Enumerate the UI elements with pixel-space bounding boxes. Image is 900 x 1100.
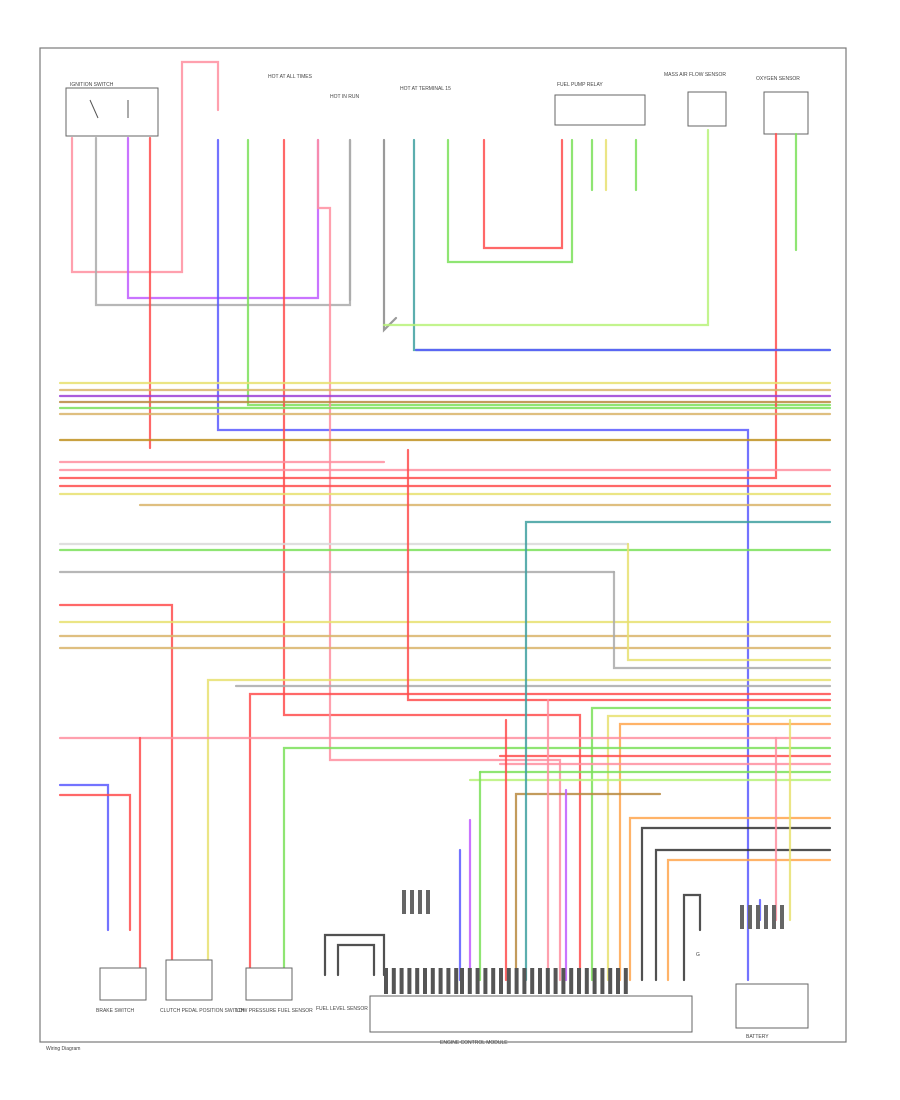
oxygen-sensor: OXYGEN SENSOR <box>756 76 809 135</box>
ecm-pin <box>475 968 480 994</box>
fuse-hot-terminal-15: HOT AT TERMINAL 15 <box>400 86 451 92</box>
ecm-pin <box>384 968 388 994</box>
diagram-label: Wiring Diagram <box>46 1046 80 1052</box>
fuse-hot-in-run: HOT IN RUN <box>330 94 359 100</box>
bus-wires <box>58 348 832 982</box>
diagram-frame <box>39 47 847 1043</box>
ignition-switch: IGNITION SWITCH <box>65 82 159 137</box>
ecm-pin <box>584 968 589 994</box>
connector-pin <box>418 890 422 914</box>
fuse-a-label: HOT AT ALL TIMES <box>268 74 313 80</box>
ecm-pin <box>600 968 605 994</box>
ecm-pin <box>506 968 511 994</box>
ecm-pin <box>491 968 496 994</box>
brake-switch: BRAKE SWITCH <box>96 967 147 1014</box>
maf-label: MASS AIR FLOW SENSOR <box>664 72 726 78</box>
ecm-pin <box>545 968 550 994</box>
ecm-pin <box>454 968 459 994</box>
connector-pin <box>764 905 768 929</box>
clutch-switch-label: CLUTCH PEDAL POSITION SWITCH <box>160 1008 245 1014</box>
battery-label: BATTERY <box>746 1034 769 1040</box>
ecm-pin <box>399 968 404 994</box>
connector-pin <box>772 905 776 929</box>
ignition-switch-label: IGNITION SWITCH <box>70 82 114 88</box>
relay-label: FUEL PUMP RELAY <box>557 82 603 88</box>
ecm-pin <box>623 968 628 994</box>
ecm-pin <box>430 968 435 994</box>
connector-pin <box>410 890 414 914</box>
fuse-b-label: HOT IN RUN <box>330 94 359 100</box>
ecm-pin <box>467 968 472 994</box>
ecm-pin <box>499 968 503 994</box>
top-wires <box>58 60 832 982</box>
battery: BATTERY <box>735 983 809 1040</box>
engine-control-module: ENGINE CONTROL MODULE <box>369 995 693 1046</box>
ecm-pin <box>608 968 613 994</box>
ecm-pin <box>530 968 535 994</box>
ecm-pin <box>446 968 451 994</box>
ecm-pin <box>592 968 597 994</box>
ecm-pin <box>538 968 542 994</box>
fuse-hot-at-all-times: HOT AT ALL TIMES <box>268 74 313 80</box>
clutch-switch: CLUTCH PEDAL POSITION SWITCH <box>160 959 245 1014</box>
connector-pin <box>740 905 744 929</box>
fuel-level-sensor: FUEL LEVEL SENSOR <box>316 933 386 1012</box>
ecm-pin <box>577 968 581 994</box>
fuel-pressure-label: LOW PRESSURE FUEL SENSOR <box>236 1008 313 1014</box>
connector-pin <box>780 905 784 929</box>
ecm-pin <box>460 968 464 994</box>
connector-pin <box>756 905 760 929</box>
ecm-pin <box>483 968 488 994</box>
connector-pin <box>426 890 430 914</box>
connector-pin <box>402 890 406 914</box>
fuel-level-label: FUEL LEVEL SENSOR <box>316 1006 368 1012</box>
ecm-pin <box>423 968 427 994</box>
low-pressure-fuel-sensor: LOW PRESSURE FUEL SENSOR <box>236 967 313 1014</box>
ecm-pin <box>569 968 574 994</box>
ecm-pin <box>522 968 527 994</box>
o2-label: OXYGEN SENSOR <box>756 76 800 82</box>
ecm-pin <box>561 968 566 994</box>
ecm-pin <box>514 968 519 994</box>
fuel-pump-relay: FUEL PUMP RELAY <box>554 82 646 126</box>
ecm-label: ENGINE CONTROL MODULE <box>440 1040 508 1046</box>
ecm-pin <box>616 968 620 994</box>
ecm-pin <box>553 968 558 994</box>
ecm-pin <box>438 968 443 994</box>
ground-label: G <box>696 952 700 958</box>
connector-pin <box>748 905 752 929</box>
ecm-pin <box>407 968 412 994</box>
ground-symbol: G <box>682 893 702 982</box>
ecm-pin <box>391 968 396 994</box>
ecm-pin <box>415 968 420 994</box>
brake-switch-label: BRAKE SWITCH <box>96 1008 134 1014</box>
fuse-c-label: HOT AT TERMINAL 15 <box>400 86 451 92</box>
ecm-connector-pins <box>384 890 784 994</box>
mass-air-flow-sensor: MASS AIR FLOW SENSOR <box>664 72 727 127</box>
